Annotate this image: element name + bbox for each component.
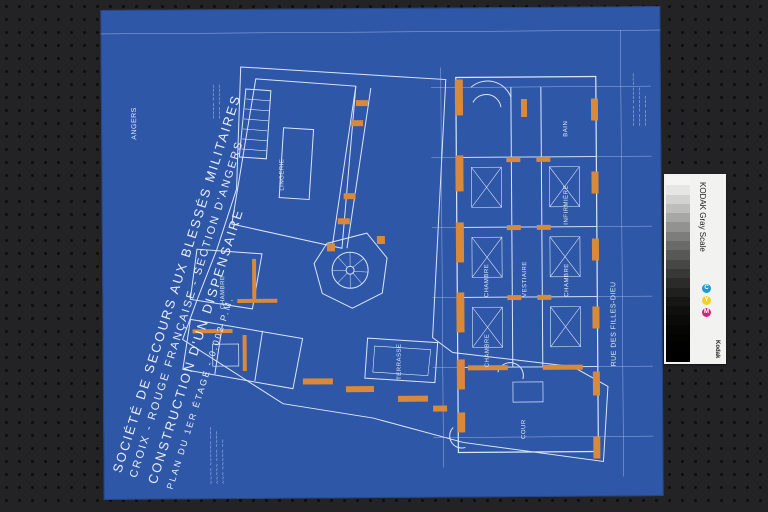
gray-step (666, 306, 690, 316)
room-label-chambre-2: CHAMBRE (564, 263, 571, 297)
gray-step (666, 287, 690, 297)
room-label-cour: COUR (521, 419, 528, 440)
gray-step (666, 259, 690, 269)
magenta-dot-icon: M (702, 308, 711, 317)
gray-step (666, 334, 690, 344)
room-label-vestiaire: VESTIAIRE (522, 261, 529, 298)
gray-step (666, 222, 690, 232)
room-label-chambre-1: CHAMBRE (484, 263, 491, 298)
blueprint-sheet: SOCIÉTÉ DE SECOURS AUX BLESSÉS MILITAIRE… (100, 6, 664, 500)
gray-step (666, 278, 690, 288)
room-label-infirmiere: INFIRMIÈRE (563, 185, 570, 225)
gray-step (666, 250, 690, 260)
room-label-angers: ANGERS (130, 107, 139, 140)
gray-step (666, 176, 690, 186)
gray-step (666, 203, 690, 214)
gray-step (666, 352, 690, 362)
gray-step (666, 324, 690, 335)
room-label-bain: BAIN (563, 120, 570, 137)
room-label-chambre-left: CHAMBRE (220, 275, 227, 310)
gray-step (666, 185, 690, 195)
yellow-dot-icon: Y (702, 296, 711, 305)
handwritten-note-right: ~~~~~ ~~~~ ~~~~~~ ~~~~~~~~~~ ~~~ (630, 72, 650, 127)
floor-plan-drawing (100, 29, 661, 477)
gray-step (666, 315, 690, 325)
gray-step (666, 213, 690, 223)
gray-step (666, 241, 690, 251)
street-label: RUE DES FILLES-DIEU (610, 281, 618, 367)
kodak-brand-label: Kodak (714, 340, 720, 359)
gray-scale-steps (666, 176, 690, 362)
handwritten-note-top-left: ~~~~ ~~~~~~~ ~~~~~ (210, 83, 224, 120)
cyan-dot-icon: C (702, 284, 711, 293)
gray-scale-label: KODAK Gray Scale (698, 182, 707, 252)
gray-step (666, 231, 690, 242)
gray-step (666, 296, 690, 307)
room-label-chambre-3: CHAMBRE (484, 333, 491, 368)
gray-step (666, 194, 690, 204)
gray-step (666, 343, 690, 353)
room-label-lingerie: LINGERIE (279, 158, 286, 191)
kodak-gray-scale-card: KODAK Gray Scale C Y M Kodak (664, 174, 726, 364)
room-label-terrasse: TERRASSE (396, 343, 403, 380)
gray-step (666, 268, 690, 279)
handwritten-note-bottom-left: ~~~~ ~~~~~~ ~~~~~~~~ ~~~ ~~~~~~~ ~~~~~ ~… (208, 426, 227, 485)
